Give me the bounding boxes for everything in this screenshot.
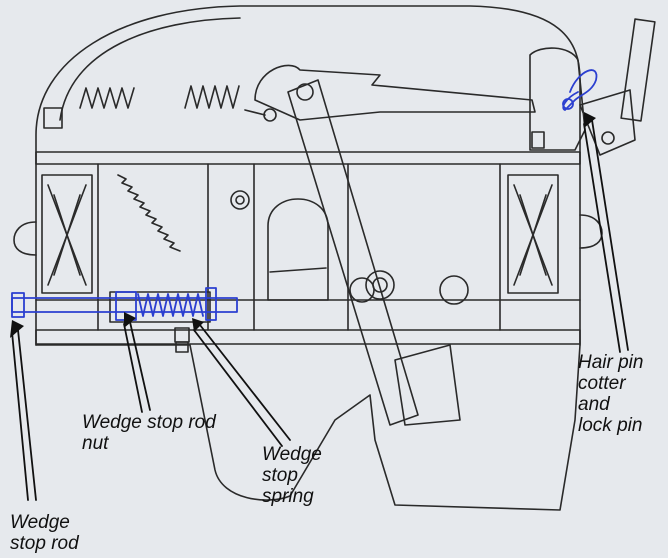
release-lever: [287, 79, 419, 426]
label-wedge-stop-rod-nut: Wedge stop rod nut: [82, 412, 216, 454]
upper-spring-right: [184, 85, 240, 109]
arrow-spring: [199, 324, 291, 441]
right-pad: [507, 174, 559, 294]
kingpin-slot: [267, 198, 329, 301]
lock-bracket: [529, 47, 586, 151]
plate-outline: [35, 5, 581, 346]
pull-handle: [579, 89, 636, 156]
frame-bottom-bar: [35, 329, 581, 345]
plate-bottom-left: [35, 344, 581, 511]
arrow-wedge-stop-rod: [17, 329, 37, 501]
diagonal-spring: [117, 174, 181, 252]
label-wedge-stop-spring: Wedge stop spring: [262, 444, 322, 507]
hair-pin-cotter: [562, 69, 598, 111]
label-wedge-stop-rod: Wedge stop rod: [10, 512, 79, 554]
top-linkage-arm: [254, 64, 536, 121]
arrow-hair-pin: [591, 119, 629, 351]
wedge-stop-spring: [137, 293, 204, 317]
arrow-rod-nut: [129, 321, 151, 411]
upper-spring-left: [79, 87, 135, 109]
left-pad: [41, 174, 93, 294]
frame-top-bar: [35, 151, 581, 165]
label-hair-pin-cotter-lock-pin: Hair pin cotter and lock pin: [578, 352, 644, 436]
